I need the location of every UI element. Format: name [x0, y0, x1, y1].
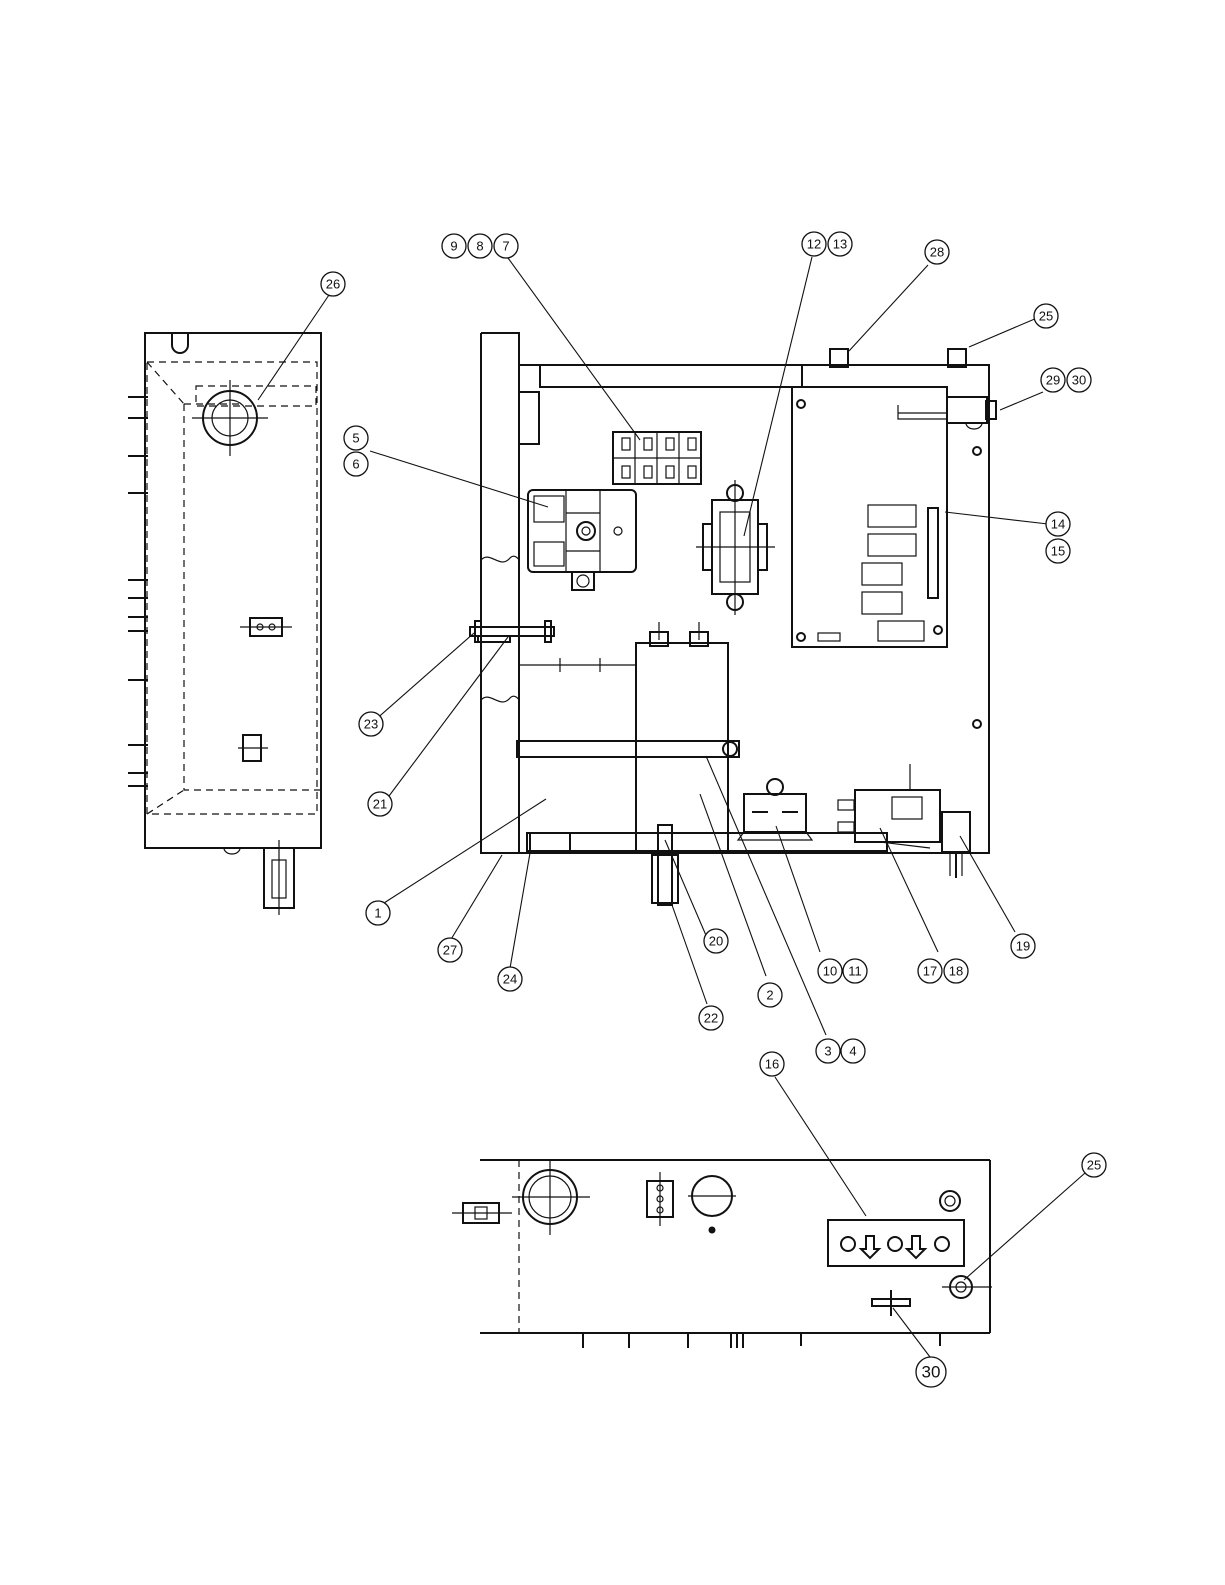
svg-text:17: 17	[923, 964, 937, 979]
callout-balloon-26: 26	[321, 272, 345, 296]
svg-text:4: 4	[849, 1044, 856, 1059]
svg-text:19: 19	[1016, 939, 1030, 954]
svg-text:10: 10	[823, 964, 837, 979]
svg-text:18: 18	[949, 964, 963, 979]
svg-text:25: 25	[1039, 309, 1053, 324]
svg-text:1: 1	[374, 906, 381, 921]
svg-text:2: 2	[766, 988, 773, 1003]
svg-text:25: 25	[1087, 1158, 1101, 1173]
control-board	[792, 387, 996, 728]
side-view	[128, 333, 321, 915]
callout-balloon-1: 1	[366, 901, 390, 925]
capacitor	[636, 622, 728, 853]
callout-balloon-23: 23	[359, 712, 383, 736]
callout-balloon-27: 27	[438, 938, 462, 962]
svg-text:26: 26	[326, 277, 340, 292]
svg-text:30: 30	[922, 1363, 941, 1382]
callout-balloon-12: 12	[802, 232, 826, 256]
svg-text:7: 7	[502, 239, 509, 254]
callout-balloon-24: 24	[498, 967, 522, 991]
relay-block	[613, 432, 701, 484]
svg-text:3: 3	[824, 1044, 831, 1059]
svg-text:11: 11	[848, 964, 862, 979]
svg-text:12: 12	[807, 237, 821, 252]
callout-balloon-16: 16	[760, 1052, 784, 1076]
svg-text:23: 23	[364, 717, 378, 732]
callout-balloon-17: 17	[918, 959, 942, 983]
svg-text:28: 28	[930, 245, 944, 260]
callout-balloon-25: 25	[1034, 304, 1058, 328]
fan-relay	[738, 779, 812, 840]
callout-balloon-3: 3	[816, 1039, 840, 1063]
svg-text:30: 30	[1072, 373, 1086, 388]
svg-text:24: 24	[503, 972, 517, 987]
callout-balloon-2: 2	[758, 983, 782, 1007]
callout-balloon-19: 19	[1011, 934, 1035, 958]
callout-balloon-28: 28	[925, 240, 949, 264]
callout-balloon-29: 29	[1041, 368, 1065, 392]
bottom-view	[452, 1160, 992, 1348]
svg-text:5: 5	[352, 431, 359, 446]
callout-balloon-30: 30	[1067, 368, 1091, 392]
svg-text:27: 27	[443, 943, 457, 958]
callout-balloon-13: 13	[828, 232, 852, 256]
callout-balloon-8: 8	[468, 234, 492, 258]
svg-text:13: 13	[833, 237, 847, 252]
contactor	[528, 490, 636, 590]
callout-balloon-11: 11	[843, 959, 867, 983]
svg-text:21: 21	[373, 797, 387, 812]
svg-text:6: 6	[352, 457, 359, 472]
callout-balloon-7: 7	[494, 234, 518, 258]
terminal-block	[838, 764, 940, 848]
callout-balloon-14: 14	[1046, 512, 1070, 536]
svg-text:20: 20	[709, 934, 723, 949]
svg-text:14: 14	[1051, 517, 1065, 532]
callout-balloon-25-bottom: 25	[1082, 1153, 1106, 1177]
svg-text:15: 15	[1051, 544, 1065, 559]
svg-text:16: 16	[765, 1057, 779, 1072]
callout-balloon-6: 6	[344, 452, 368, 476]
callout-balloon-22: 22	[699, 1006, 723, 1030]
callout-balloon-10: 10	[818, 959, 842, 983]
callout-balloon-18: 18	[944, 959, 968, 983]
callout-balloon-20: 20	[704, 929, 728, 953]
callout-balloon-21: 21	[368, 792, 392, 816]
callout-balloon-30-bottom: 30	[916, 1357, 946, 1387]
svg-text:22: 22	[704, 1011, 718, 1026]
transformer	[696, 480, 775, 615]
svg-text:9: 9	[450, 239, 457, 254]
callout-balloon-9: 9	[442, 234, 466, 258]
callout-balloon-15: 15	[1046, 539, 1070, 563]
svg-text:29: 29	[1046, 373, 1060, 388]
callout-balloon-4: 4	[841, 1039, 865, 1063]
callout-balloon-5: 5	[344, 426, 368, 450]
svg-text:8: 8	[476, 239, 483, 254]
